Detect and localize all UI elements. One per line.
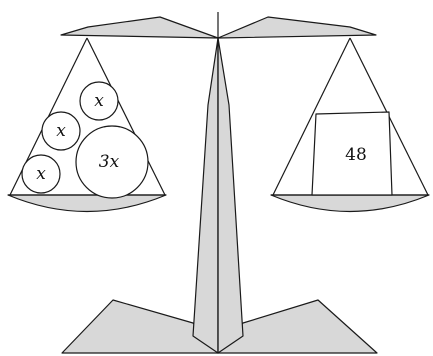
weight-x-middle bbox=[41, 111, 81, 151]
weight-48-box bbox=[311, 111, 393, 196]
scale-post bbox=[192, 12, 244, 354]
post-left-half bbox=[192, 37, 219, 354]
weight-x-bottom-label: x bbox=[36, 164, 46, 184]
weight-x-bottom bbox=[21, 154, 61, 194]
weight-3x bbox=[75, 125, 149, 199]
post-right-half bbox=[217, 37, 244, 354]
weight-3x-label: 3x bbox=[99, 152, 120, 172]
beam-right-arm bbox=[217, 16, 377, 39]
weight-x-middle-label: x bbox=[56, 121, 66, 141]
beam-left-arm bbox=[60, 16, 219, 39]
left-pan-dish bbox=[7, 194, 167, 213]
weight-x-top bbox=[79, 81, 119, 121]
left-pan: x x x 3x bbox=[7, 37, 167, 213]
right-pan: 48 bbox=[270, 37, 430, 213]
weight-48-label: 48 bbox=[345, 145, 367, 165]
left-pan-string-right bbox=[86, 37, 166, 196]
base-left-wing bbox=[61, 299, 219, 354]
scale-beam bbox=[60, 16, 377, 39]
weight-x-top-label: x bbox=[94, 91, 104, 111]
right-pan-dish bbox=[270, 194, 430, 213]
right-pan-string-left bbox=[272, 37, 351, 196]
scale-base bbox=[61, 299, 378, 354]
